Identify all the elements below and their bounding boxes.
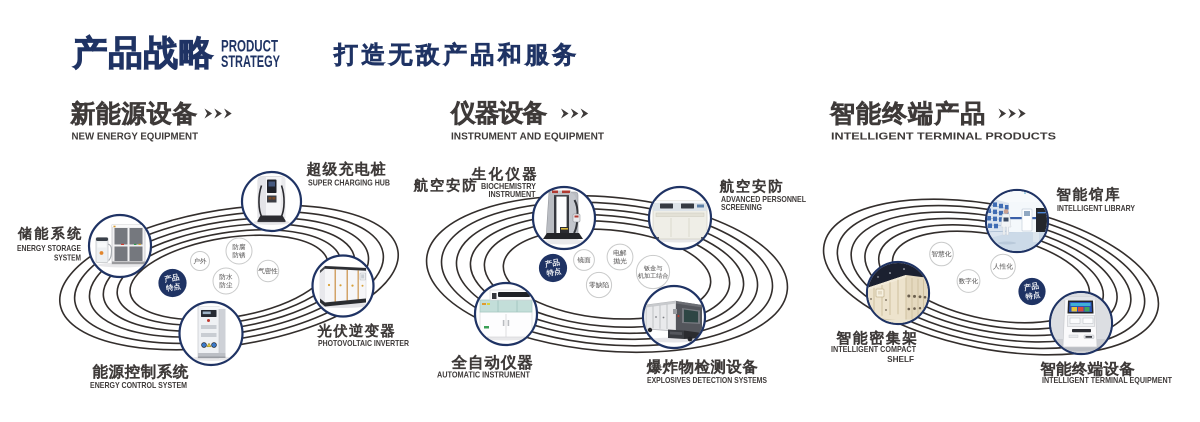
svg-text:ENERGY STORAGE: ENERGY STORAGE [17, 244, 81, 253]
svg-text:SCREENING: SCREENING [721, 203, 762, 212]
svg-text:PRODUCT: PRODUCT [221, 38, 278, 56]
svg-text:PHOTOVOLTAIC INVERTER: PHOTOVOLTAIC INVERTER [318, 339, 409, 348]
svg-text:STRATEGY: STRATEGY [221, 53, 280, 71]
svg-text:SUPER CHARGING HUB: SUPER CHARGING HUB [308, 179, 390, 188]
svg-text:AUTOMATIC INSTRUMENT: AUTOMATIC INSTRUMENT [437, 371, 530, 380]
svg-text:EXPLOSIVES DETECTION SYSTEMS: EXPLOSIVES DETECTION SYSTEMS [647, 376, 767, 385]
svg-text:BIOCHEMISTRY: BIOCHEMISTRY [481, 182, 536, 191]
svg-text:INSTRUMENT: INSTRUMENT [489, 190, 536, 199]
svg-text:INTELLIGENT TERMINAL EQUIPMENT: INTELLIGENT TERMINAL EQUIPMENT [1042, 376, 1172, 385]
svg-text:SYSTEM: SYSTEM [54, 254, 81, 263]
svg-text:ADVANCED PERSONNEL: ADVANCED PERSONNEL [721, 195, 806, 204]
svg-text:INTELLIGENT COMPACT: INTELLIGENT COMPACT [831, 345, 916, 354]
svg-text:SHELF: SHELF [887, 355, 914, 364]
svg-text:INTELLIGENT TERMINAL PRODUCTS: INTELLIGENT TERMINAL PRODUCTS [831, 132, 1056, 143]
svg-text:NEW ENERGY EQUIPMENT: NEW ENERGY EQUIPMENT [72, 132, 199, 143]
svg-text:ENERGY CONTROL SYSTEM: ENERGY CONTROL SYSTEM [90, 381, 187, 390]
svg-text:INTELLIGENT LIBRARY: INTELLIGENT LIBRARY [1057, 204, 1135, 213]
svg-text:INSTRUMENT AND EQUIPMENT: INSTRUMENT AND EQUIPMENT [451, 132, 605, 143]
